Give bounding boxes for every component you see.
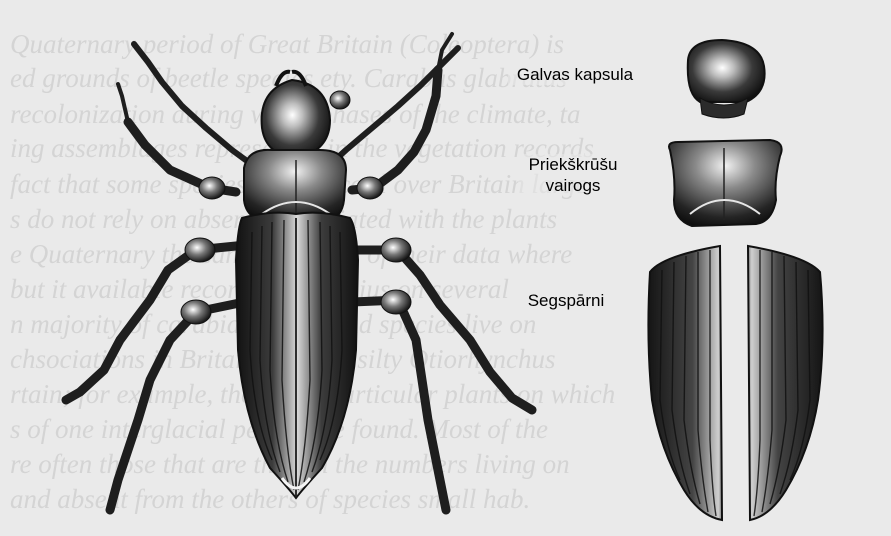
label-head-capsule-text: Galvas kapsula bbox=[517, 65, 633, 84]
detached-pronotum bbox=[669, 140, 782, 226]
label-elytra-text: Segspārni bbox=[528, 291, 605, 310]
label-elytra: Segspārni bbox=[520, 290, 612, 311]
middle-right-leg bbox=[358, 250, 532, 410]
label-pronotum-line2: vairogs bbox=[518, 175, 628, 196]
detached-head-capsule bbox=[688, 40, 765, 102]
beetle-body bbox=[236, 72, 358, 498]
separated-parts bbox=[648, 40, 822, 520]
beetle-head bbox=[262, 80, 330, 158]
hind-right-leg bbox=[352, 300, 446, 510]
beetle-pronotum bbox=[244, 150, 346, 222]
front-right-leg bbox=[352, 70, 438, 190]
label-pronotum: Priekškrūšu vairogs bbox=[518, 154, 628, 196]
label-head-capsule: Galvas kapsula bbox=[508, 64, 642, 85]
label-pronotum-line1: Priekškrūšu bbox=[518, 154, 628, 175]
